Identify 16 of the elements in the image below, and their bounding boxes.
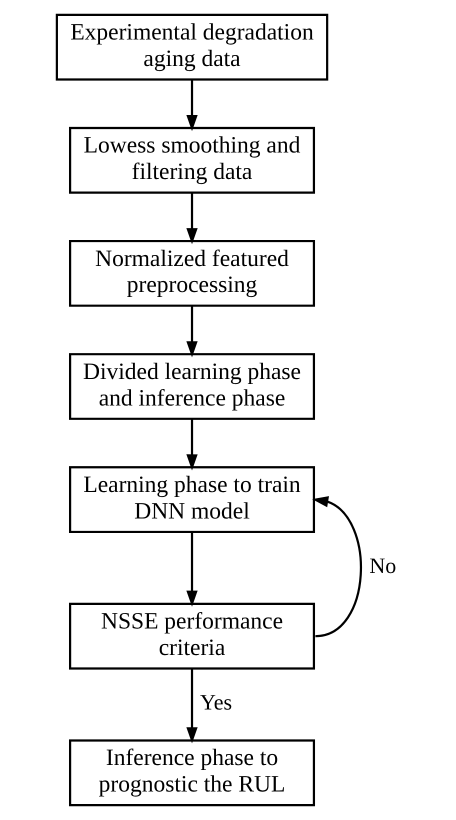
- node-box: Learning phase to train DNN model: [69, 466, 316, 534]
- arrow: [186, 193, 198, 244]
- arrow: [186, 419, 198, 470]
- arrow: [186, 532, 198, 607]
- node-box: Normalized featured preprocessing: [69, 240, 316, 307]
- arrow: [312, 496, 362, 638]
- node-box: NSSE performance criteria: [69, 602, 316, 670]
- node-box: Divided learning phase and inference phase: [69, 353, 316, 420]
- edge-label: Yes: [200, 690, 232, 715]
- node-box: Lowess smoothing and filtering data: [69, 126, 316, 194]
- node-box: Experimental degradation aging data: [56, 14, 328, 81]
- arrow: [186, 306, 198, 358]
- edge-label: No: [369, 553, 396, 578]
- arrow: [186, 668, 198, 744]
- node-box: Inference phase to prognostic the RUL: [69, 739, 316, 806]
- arrow: [186, 80, 198, 132]
